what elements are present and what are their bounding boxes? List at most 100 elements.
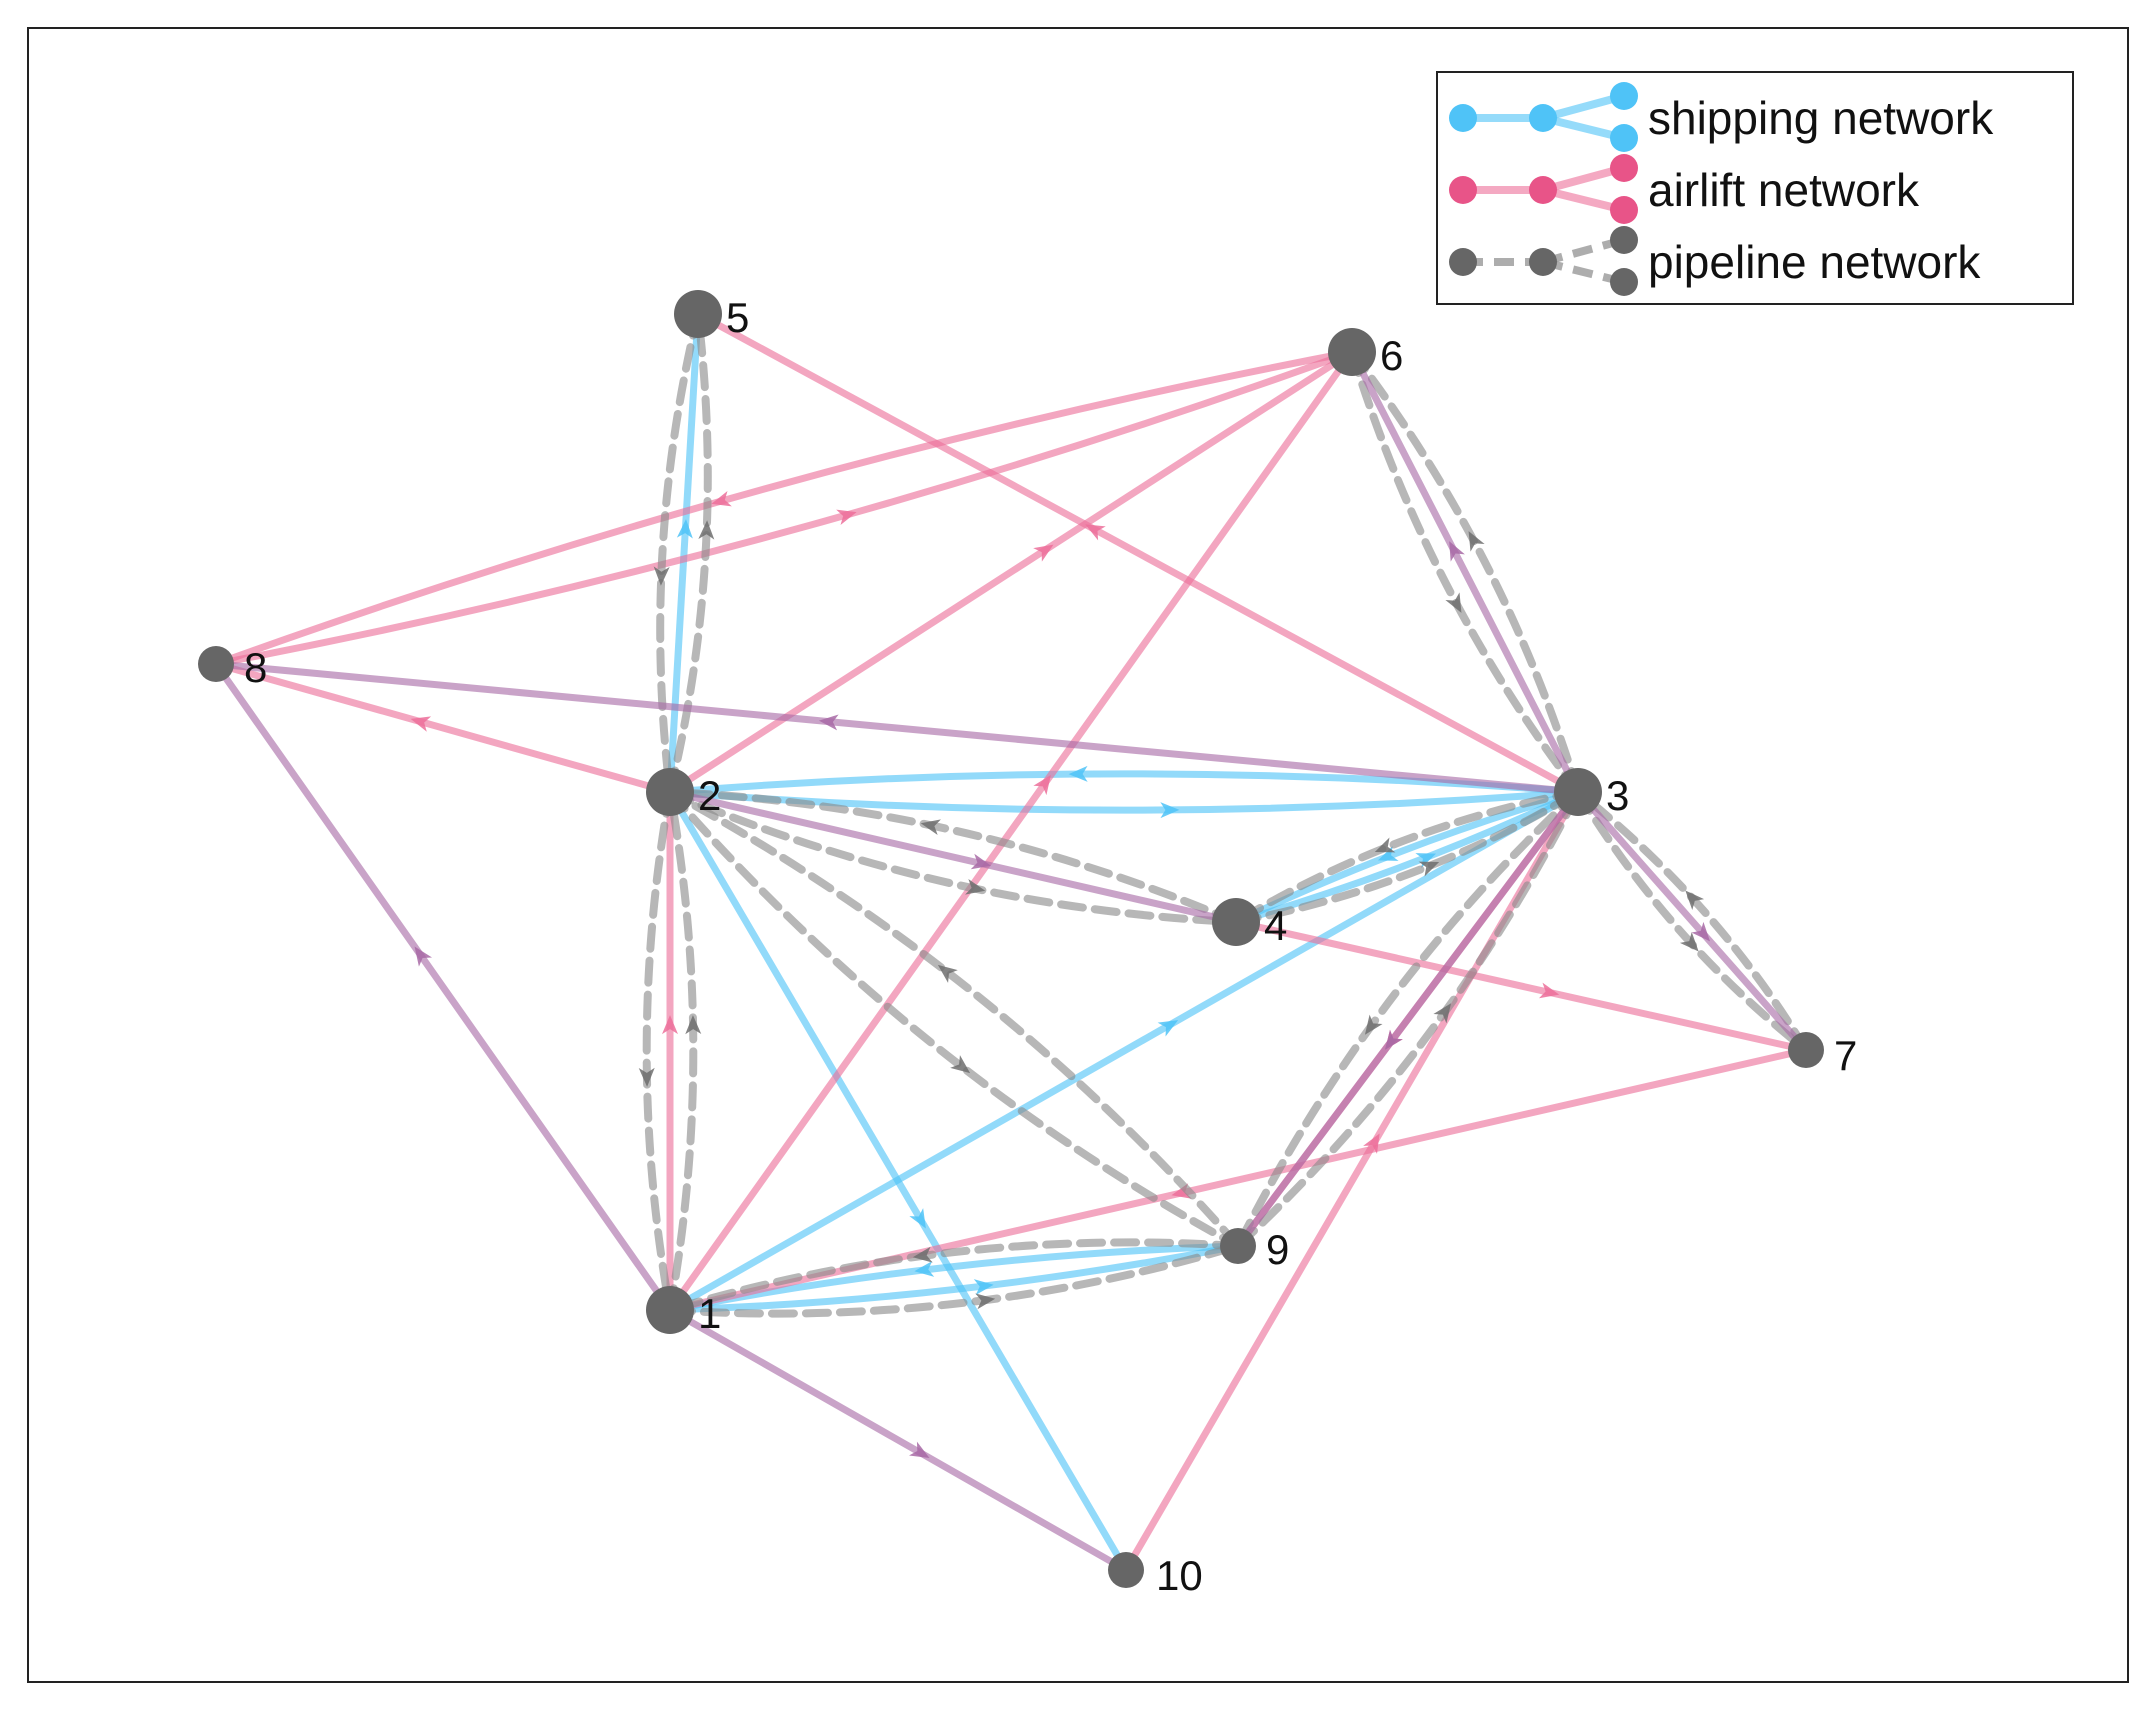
arrow-pipeline-2-to-5 — [698, 520, 715, 540]
node-label-8: 8 — [244, 644, 267, 691]
arrow-airlift-10-to-3 — [1363, 1133, 1380, 1154]
edge-airlift-3-to-5 — [694, 310, 1582, 796]
legend-swatch-pipeline — [1449, 226, 1638, 296]
arrow-pipeline-9-to-1 — [912, 1246, 933, 1263]
arrow-overlap-3-to-8 — [818, 714, 839, 731]
node-5 — [674, 290, 722, 338]
arrow-overlap-1-to-8 — [414, 946, 433, 967]
node-label-5: 5 — [726, 294, 749, 341]
arrow-airlift-4-to-7 — [1538, 982, 1560, 999]
node-label-4: 4 — [1264, 902, 1287, 949]
node-label-10: 10 — [1156, 1552, 1203, 1599]
legend-swatch-shipping — [1449, 82, 1638, 152]
edge-pipeline-1-to-2 — [666, 788, 698, 1314]
arrow-shipping-2-to-10 — [909, 1208, 926, 1229]
legend-label-shipping: shipping network — [1648, 92, 1994, 144]
arrow-pipeline-4-to-3 — [1418, 861, 1440, 877]
edge-airlift-4-to-7 — [1232, 918, 1810, 1054]
arrow-shipping-2-to-5 — [676, 519, 693, 539]
legend-entry-airlift: airlift network — [1449, 154, 1920, 224]
edge-overlap-3-to-6 — [1348, 348, 1582, 796]
node-8 — [198, 646, 234, 682]
node-label-6: 6 — [1380, 332, 1403, 379]
edge-pipeline-4-to-2 — [666, 788, 1240, 926]
legend-label-airlift: airlift network — [1648, 164, 1920, 216]
edge-pipeline-3-to-7 — [1574, 788, 1810, 1054]
node-1 — [646, 1286, 694, 1334]
edge-overlap-3-to-8 — [212, 660, 1582, 796]
arrow-airlift-6-to-8 — [711, 490, 732, 507]
node-4 — [1212, 898, 1260, 946]
arrow-overlap-1-to-10 — [909, 1441, 930, 1458]
edges-layer — [212, 310, 1810, 1574]
arrow-pipeline-7-to-3 — [1685, 890, 1705, 910]
legend-entry-pipeline: pipeline network — [1449, 226, 1981, 296]
arrow-airlift-3-to-5 — [1085, 524, 1106, 541]
arrow-pipeline-3-to-7 — [1679, 932, 1699, 952]
arrow-pipeline-2-to-1 — [638, 1067, 655, 1087]
node-9 — [1220, 1228, 1256, 1264]
arrow-shipping-1-to-3 — [1157, 1020, 1179, 1037]
edge-pipeline-9-to-2 — [666, 788, 1242, 1250]
node-2 — [646, 768, 694, 816]
edge-overlap-1-to-10 — [666, 1306, 1130, 1574]
edge-airlift-7-to-1 — [666, 1046, 1810, 1314]
node-10 — [1108, 1552, 1144, 1588]
arrow-airlift-1-to-2 — [662, 1015, 678, 1035]
node-label-9: 9 — [1266, 1226, 1289, 1273]
arrow-pipeline-4-to-2 — [920, 819, 941, 835]
arrow-airlift-2-to-6 — [1033, 544, 1054, 562]
arrow-pipeline-3-to-4 — [1374, 837, 1396, 853]
edge-pipeline-3-to-6 — [1348, 348, 1582, 796]
edge-pipeline-2-to-4 — [666, 788, 1240, 926]
arrow-pipeline-2-to-9 — [950, 1055, 971, 1074]
edge-overlap-2-to-4 — [666, 788, 1240, 926]
arrow-airlift-1-to-6 — [1033, 774, 1051, 796]
arrow-overlap-2-to-4 — [970, 853, 992, 870]
edge-shipping-2-to-5 — [666, 310, 702, 796]
arrow-airlift-8-to-6 — [836, 509, 857, 526]
edge-pipeline-9-to-1 — [666, 1238, 1242, 1314]
edge-pipeline-2-to-5 — [666, 310, 712, 796]
edge-shipping-4-to-3 — [1232, 788, 1582, 926]
arrow-shipping-4-to-3 — [1415, 853, 1437, 869]
arrow-pipeline-9-to-3 — [1433, 1003, 1452, 1024]
arrow-overlap-3-to-7 — [1691, 921, 1711, 942]
node-7 — [1788, 1032, 1824, 1068]
edge-overlap-3-to-7 — [1574, 788, 1810, 1054]
legend: shipping network airlift network — [1436, 71, 2074, 305]
edge-overlap-3-to-9 — [1234, 788, 1582, 1250]
node-label-1: 1 — [698, 1290, 721, 1337]
edge-shipping-9-to-1 — [666, 1242, 1242, 1314]
arrow-overlap-3-to-9 — [1385, 1029, 1403, 1050]
arrow-shipping-3-to-2 — [1068, 765, 1088, 782]
edge-pipeline-4-to-3 — [1232, 788, 1582, 926]
arrow-pipeline-1-to-2 — [685, 1015, 702, 1035]
edge-overlap-1-to-8 — [212, 660, 674, 1314]
node-6 — [1328, 328, 1376, 376]
edge-pipeline-1-to-9 — [666, 1242, 1242, 1318]
node-label-2: 2 — [698, 772, 721, 819]
arrow-pipeline-3-to-9 — [1364, 1014, 1383, 1035]
node-label-7: 7 — [1834, 1032, 1857, 1079]
arrow-pipeline-9-to-2 — [937, 964, 958, 983]
layer-overlap-edges — [212, 348, 1810, 1574]
arrow-shipping-2-to-3 — [1160, 802, 1180, 819]
edge-pipeline-6-to-3 — [1348, 348, 1582, 796]
arrow-pipeline-5-to-2 — [653, 566, 670, 586]
arrow-airlift-2-to-8 — [410, 716, 432, 732]
edge-airlift-1-to-6 — [666, 348, 1356, 1314]
edge-airlift-8-to-6 — [212, 348, 1356, 668]
arrow-shipping-3-to-4 — [1377, 845, 1399, 861]
node-3 — [1554, 768, 1602, 816]
edge-shipping-1-to-9 — [666, 1242, 1242, 1314]
edge-airlift-2-to-6 — [666, 348, 1356, 796]
arrow-pipeline-1-to-9 — [975, 1293, 996, 1310]
edge-pipeline-9-to-3 — [1234, 788, 1582, 1250]
arrow-shipping-1-to-9 — [973, 1279, 994, 1296]
edge-pipeline-3-to-4 — [1232, 788, 1582, 926]
edge-airlift-6-to-8 — [212, 348, 1356, 668]
edge-pipeline-5-to-2 — [656, 310, 702, 796]
legend-swatch-airlift — [1449, 154, 1638, 224]
